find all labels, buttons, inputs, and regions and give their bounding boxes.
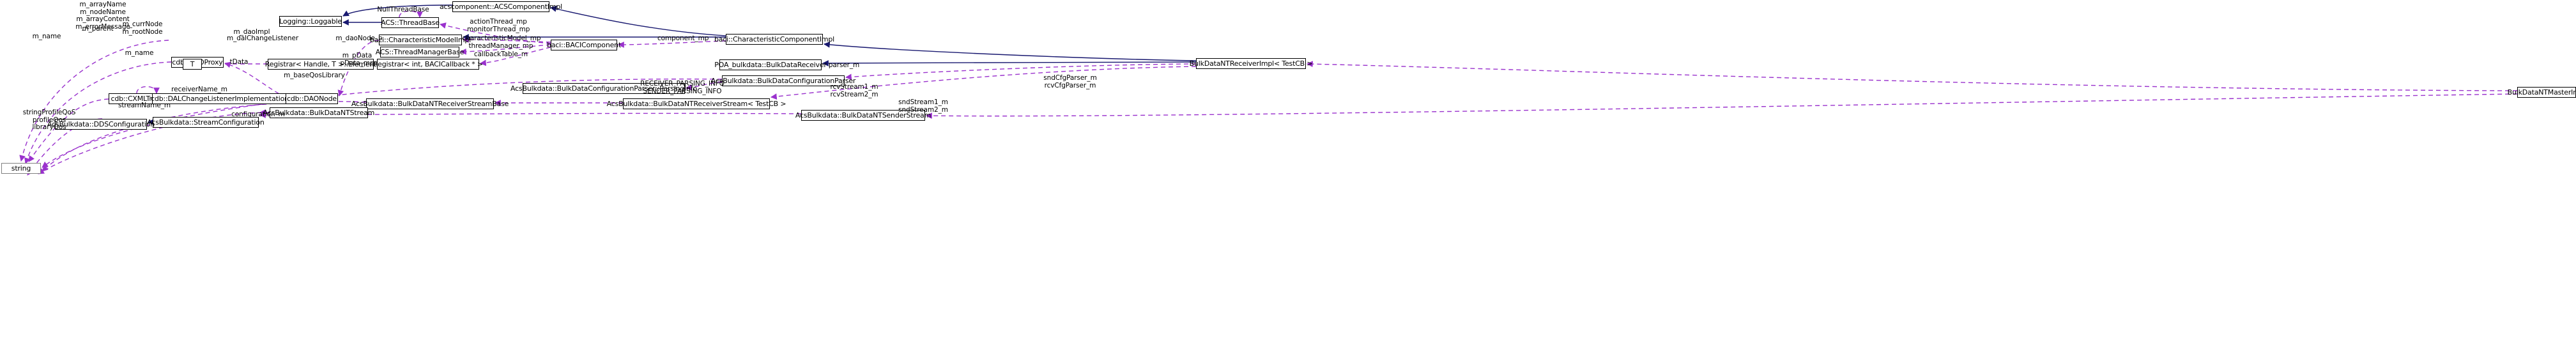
node-acsbulkdata-bulkdataconfigurationparser-parsinginfo[interactable]: AcsBulkdata::BulkDataConfigurationParser… — [510, 83, 698, 94]
node-acsbulkdata-ddsconfiguration[interactable]: AcsBulkdata::DDSConfiguration — [47, 119, 155, 130]
edge-label-parser-m: parser_m — [828, 61, 860, 69]
edge-label-m-name-left: m_name — [32, 33, 61, 40]
edge-label-threadmanager-mp: threadManager_mp — [468, 42, 533, 50]
node-baci-bacicomponent[interactable]: baci::BACIComponent — [546, 40, 622, 50]
node-cdb-dalchangelistenerimplementation[interactable]: cdb::DALChangeListenerImplementation — [151, 93, 289, 104]
edge-label-configuration-m: configuration_m — [231, 111, 285, 118]
node-acsbulkdata-bulkdatantstream[interactable]: AcsBulkdata::BulkDataNTStream — [263, 107, 375, 118]
edge-label-receivername-m: receiverName_m — [171, 86, 227, 93]
node-acsbulkdata-streamconfiguration[interactable]: AcsBulkdata::StreamConfiguration — [147, 117, 264, 128]
edge-label-m-name-mid: m_name — [125, 49, 154, 57]
edge-label-m-daoimpl: m_daoImpl — [233, 28, 270, 36]
node-acsbulkdata-bulkdatantreceiverstreambase[interactable]: AcsBulkdata::BulkDataNTReceiverStreamBas… — [351, 98, 509, 109]
edge-label-streamname-m: streamName_m — [118, 102, 171, 109]
edge-label-m-daonode-p: m_daoNode_p — [335, 35, 383, 42]
node-registrar-handle-t-element[interactable]: Registrar< Handle, T >::Element — [264, 59, 377, 70]
node-registrar-int-bacicallback[interactable]: Registrar< int, BACICallback * > — [373, 59, 483, 70]
node-string[interactable]: string — [1, 163, 41, 174]
node-bulkdatantreceiverimpl-testcb[interactable]: BulkDataNTReceiverImpl< TestCB > — [1189, 58, 1313, 69]
node-template-t[interactable]: T — [183, 59, 202, 70]
node-acsbulkdata-bulkdatantsenderstream[interactable]: AcsBulkdata::BulkDataNTSenderStream — [795, 110, 931, 121]
node-acsbulkdata-bulkdataconfigurationparser[interactable]: AcsBulkdata::BulkDataConfigurationParser — [710, 75, 856, 86]
edge-label-nullthreadbase: NullThreadBase — [377, 6, 429, 13]
edge-label-m-baseqoslibrary: m_baseQosLibrary — [284, 72, 345, 79]
edge-label-tdata: tData — [229, 58, 249, 66]
edge-label-component-mp: component_mp — [657, 35, 709, 42]
edge-label-m-parent: m_parent — [82, 25, 114, 33]
node-baci-characteristicmodelimpl[interactable]: baci::CharacteristicModelImpl — [370, 35, 471, 45]
node-acs-threadmanagerbase[interactable]: ACS::ThreadManagerBase — [375, 47, 464, 58]
node-poa-bulkdata-bulkdatareceiver[interactable]: POA_bulkdata::BulkDataReceiver — [714, 59, 827, 70]
node-acs-threadbase[interactable]: ACS::ThreadBase — [381, 17, 440, 28]
node-cdb-daonode[interactable]: cdb::DAONode — [286, 93, 338, 104]
node-baci-characteristiccomponentimpl[interactable]: baci::CharacteristicComponentImpl — [714, 34, 835, 45]
edge-label-m-dalchangelistener: m_dalChangeListener — [227, 35, 299, 42]
node-acscomponent-acscomponentimpl[interactable]: acscomponent::ACSComponentImpl — [439, 1, 563, 12]
edge-label-characteristicmodel-mp: characteristicModel_mp — [462, 35, 541, 42]
edge-label-callbacktable-m: callbackTable_m — [473, 50, 528, 58]
node-bulkdatantmasterimpl[interactable]: BulkDataNTMasterImpl — [2508, 87, 2576, 98]
node-acsbulkdata-bulkdatantreceiverstream-testcb[interactable]: AcsBulkdata::BulkDataNTReceiverStream< T… — [606, 98, 786, 109]
node-logging-loggable[interactable]: Logging::Loggable — [279, 16, 342, 27]
